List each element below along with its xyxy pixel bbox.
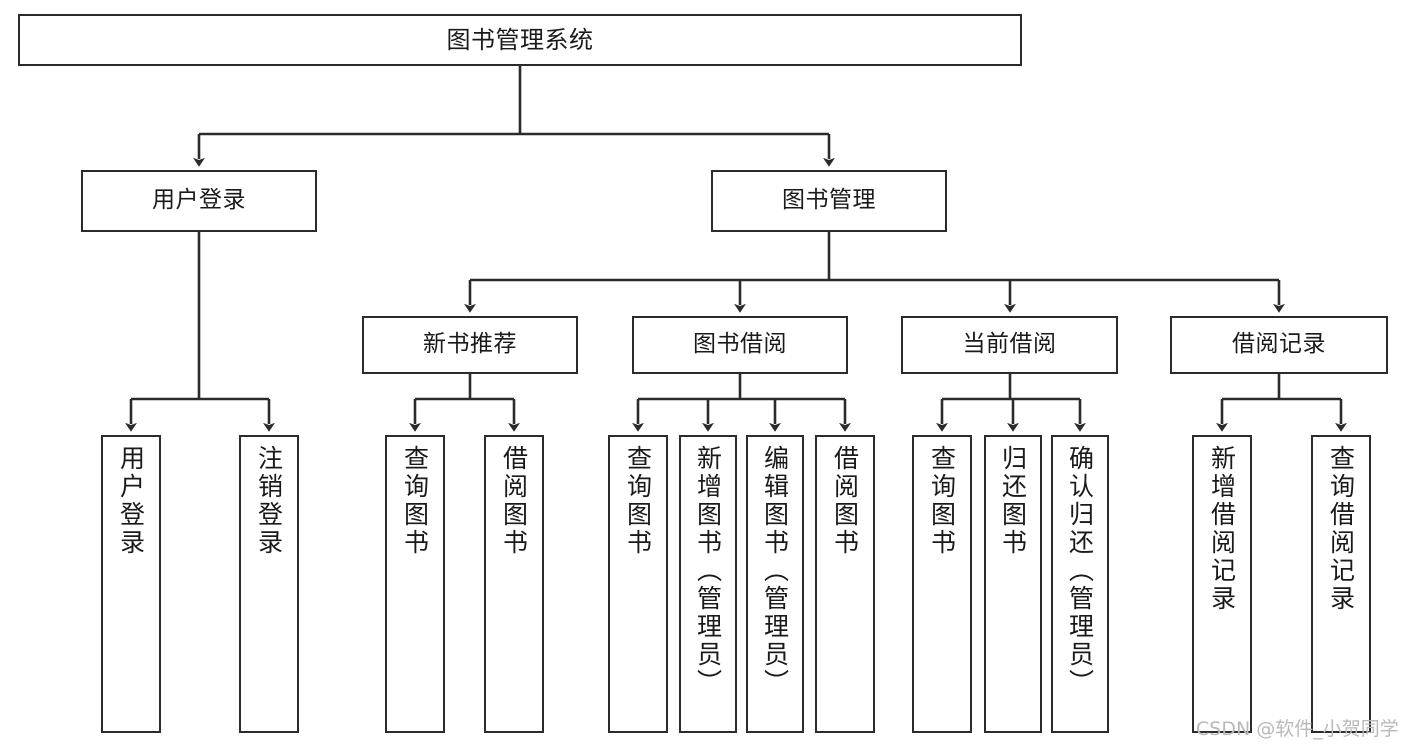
node-label-leaf_bb_borrow: 借阅图书	[830, 445, 860, 557]
node-label-leaf_br_query: 查询借阅记录	[1326, 445, 1356, 613]
node-leaf_cb_confirm: 确认归还（管理员）	[1051, 435, 1109, 733]
node-label-book_mgmt: 图书管理	[782, 187, 876, 214]
node-leaf_nr_query: 查询图书	[385, 435, 445, 733]
node-leaf_nr_borrow: 借阅图书	[484, 435, 544, 733]
node-root: 图书管理系统	[18, 14, 1022, 66]
node-new_book_rec: 新书推荐	[362, 316, 578, 374]
node-label-leaf_bb_add: 新增图书（管理员）	[693, 445, 723, 697]
node-leaf_cb_return: 归还图书	[984, 435, 1042, 733]
node-leaf_user_logout: 注销登录	[239, 435, 299, 733]
node-label-leaf_user_logout: 注销登录	[254, 445, 284, 557]
node-leaf_bb_edit: 编辑图书（管理员）	[746, 435, 804, 733]
node-label-root: 图书管理系统	[446, 25, 594, 54]
node-label-new_book_rec: 新书推荐	[423, 331, 517, 358]
node-label-book_borrow: 图书借阅	[693, 331, 787, 358]
node-leaf_bb_borrow: 借阅图书	[815, 435, 875, 733]
node-label-leaf_cb_query: 查询图书	[927, 445, 957, 557]
node-label-user_login: 用户登录	[152, 187, 246, 214]
node-leaf_br_add: 新增借阅记录	[1192, 435, 1252, 733]
node-borrow_record: 借阅记录	[1170, 316, 1388, 374]
node-label-leaf_bb_query: 查询图书	[623, 445, 653, 557]
node-leaf_cb_query: 查询图书	[912, 435, 972, 733]
node-leaf_bb_add: 新增图书（管理员）	[679, 435, 737, 733]
node-user_login: 用户登录	[81, 170, 317, 232]
node-label-leaf_user_login: 用户登录	[116, 445, 146, 557]
node-leaf_br_query: 查询借阅记录	[1311, 435, 1371, 733]
node-label-leaf_cb_return: 归还图书	[998, 445, 1028, 557]
node-label-current_borrow: 当前借阅	[962, 331, 1057, 358]
node-label-leaf_cb_confirm: 确认归还（管理员）	[1065, 445, 1095, 697]
node-leaf_bb_query: 查询图书	[608, 435, 668, 733]
node-label-leaf_nr_query: 查询图书	[400, 445, 430, 557]
csdn-watermark: CSDN @软件_小贺同学	[1196, 718, 1399, 740]
node-book_borrow: 图书借阅	[632, 316, 848, 374]
node-label-leaf_br_add: 新增借阅记录	[1207, 445, 1237, 613]
node-current_borrow: 当前借阅	[901, 316, 1118, 374]
node-book_mgmt: 图书管理	[711, 170, 947, 232]
node-leaf_user_login: 用户登录	[101, 435, 161, 733]
node-label-leaf_nr_borrow: 借阅图书	[499, 445, 529, 557]
node-label-leaf_bb_edit: 编辑图书（管理员）	[760, 445, 790, 697]
node-label-borrow_record: 借阅记录	[1232, 331, 1326, 358]
